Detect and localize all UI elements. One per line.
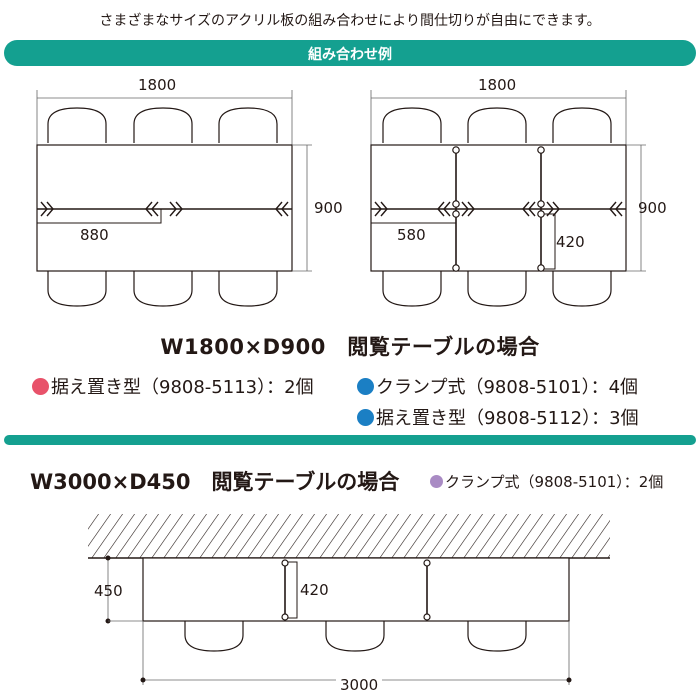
chair — [325, 620, 385, 652]
dimension-dot — [566, 677, 572, 683]
table1-title: W1800×D900 閲覧テーブルの場合 — [160, 335, 540, 359]
legend-item-2: クランプ式（9808-5101）：2個 — [430, 471, 663, 492]
right-panel-short-label: 420 — [556, 233, 585, 251]
stand-foot-icon — [461, 201, 475, 217]
left-panel-label: 880 — [80, 226, 109, 244]
section-title: 組み合わせ例 — [308, 47, 392, 63]
table-top — [142, 557, 570, 622]
clamp-icon — [452, 264, 460, 272]
section-header: 組み合わせ例 — [4, 40, 696, 66]
stand-foot-icon — [40, 201, 54, 217]
clamp-icon — [281, 559, 289, 567]
legend-item: 据え置き型（9808-5113）：2個 — [32, 373, 314, 399]
chair — [467, 107, 527, 144]
section-separator — [4, 435, 696, 445]
bottom-diagram — [88, 514, 610, 685]
chair — [218, 270, 278, 307]
legend-dot — [357, 378, 374, 395]
chair — [133, 107, 193, 144]
table-top — [36, 144, 293, 272]
left-depth-label: 900 — [314, 199, 343, 217]
stand-foot-icon — [437, 201, 451, 217]
table2-title: W3000×D450 閲覧テーブルの場合 — [30, 470, 400, 494]
bottom-width-label: 3000 — [336, 676, 383, 694]
right-panel-long-label: 580 — [397, 226, 426, 244]
clamp-icon — [423, 613, 431, 621]
chair — [467, 270, 527, 307]
legend-dot — [357, 409, 374, 426]
diagram-left — [36, 90, 312, 307]
chair — [133, 270, 193, 307]
clamp-icon — [452, 200, 460, 208]
clamp-icon — [537, 264, 545, 272]
chair — [552, 107, 612, 144]
right-width-label: 1800 — [478, 76, 517, 94]
title2-underline — [22, 494, 425, 496]
right-depth-label: 900 — [638, 199, 667, 217]
stand-foot-icon — [145, 201, 159, 217]
wall-hatch — [88, 514, 610, 558]
dimension-dot — [140, 677, 146, 683]
bottom-panel-label: 420 — [300, 581, 329, 599]
stand-foot-icon — [374, 201, 388, 217]
chair — [47, 270, 107, 307]
clamp-icon — [281, 613, 289, 621]
clamp-icon — [537, 210, 545, 218]
panel-420-outline — [284, 561, 298, 619]
clamp-icon — [452, 146, 460, 154]
stand-foot-icon — [169, 201, 183, 217]
legend-dot — [32, 378, 49, 395]
chair — [467, 620, 527, 652]
clamp-icon — [537, 146, 545, 154]
intro-text: さまざまなサイズのアクリル板の組み合わせにより間仕切りが自由にできます。 — [99, 13, 601, 29]
legend-item: クランプ式（9808-5101）：4個 — [357, 373, 638, 399]
clamp-icon — [537, 200, 545, 208]
panel-880-outline — [36, 208, 162, 224]
chair — [382, 270, 442, 307]
stand-foot-icon — [546, 201, 560, 217]
left-width-label: 1800 — [138, 76, 177, 94]
legend-dot — [430, 475, 443, 488]
diagram-right — [370, 90, 646, 307]
top-diagrams — [34, 90, 664, 327]
chair — [382, 107, 442, 144]
title2-overline — [22, 460, 425, 462]
stand-foot-icon — [522, 201, 536, 217]
legend-item: 据え置き型（9808-5112）：3個 — [357, 404, 639, 430]
bottom-depth-label: 450 — [94, 582, 123, 600]
chair — [184, 620, 244, 652]
stand-foot-icon — [609, 201, 623, 217]
chair — [552, 270, 612, 307]
table-top — [370, 144, 627, 272]
dimension-dot — [105, 555, 111, 561]
chair — [47, 107, 107, 144]
divider-line-2 — [34, 358, 664, 360]
clamp-icon — [423, 559, 431, 567]
stand-foot-icon — [275, 201, 289, 217]
clamp-icon — [452, 210, 460, 218]
chair — [218, 107, 278, 144]
